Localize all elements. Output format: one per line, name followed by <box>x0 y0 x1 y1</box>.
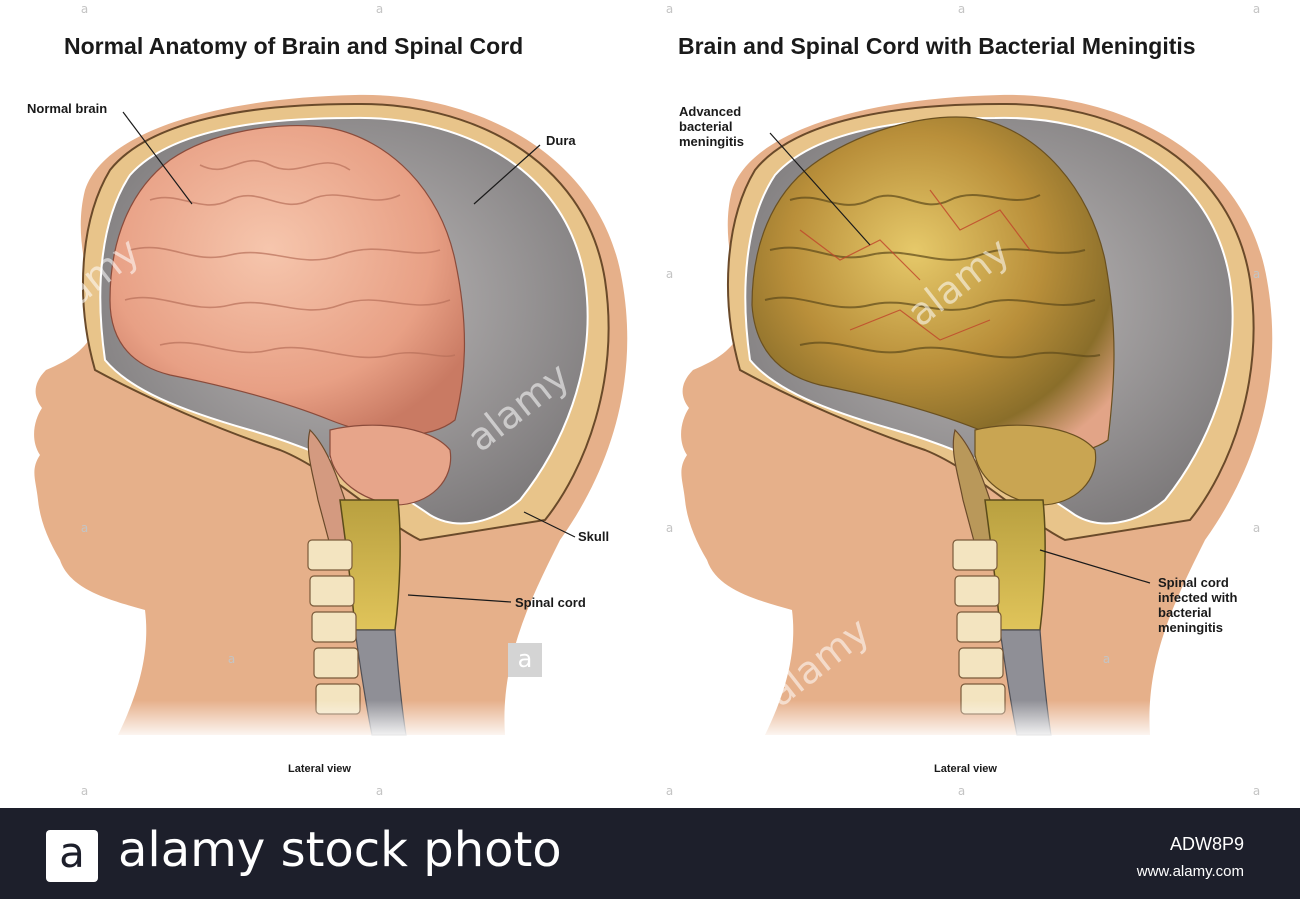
watermark-glyph: a <box>665 2 674 16</box>
watermark-glyph: a <box>1252 784 1261 798</box>
right-leader-lines <box>769 132 1151 584</box>
left-panel-title: Normal Anatomy of Brain and Spinal Cord <box>64 33 524 59</box>
watermark-glyph: a <box>1252 267 1261 281</box>
watermark-glyph: a <box>1252 2 1261 16</box>
cerebellum <box>974 424 1097 506</box>
alamy-logo-icon: a <box>46 830 98 882</box>
watermark-glyph: a <box>665 784 674 798</box>
footer-bar: a alamy stock photo ADW8P9 www.alamy.com <box>0 808 1300 899</box>
watermark-glyph: a <box>375 2 384 16</box>
label-spinal-cord: Spinal cord <box>515 595 586 610</box>
watermark-glyph: a <box>665 267 674 281</box>
vertebrae <box>952 539 1006 715</box>
footer-brand: alamy stock photo <box>118 822 562 878</box>
label-dura: Dura <box>546 133 576 148</box>
watermark-glyph: a <box>80 2 89 16</box>
label-spinal-cord-infected: Spinal cord infected with bacterial meni… <box>1158 575 1238 635</box>
watermark-glyph: a <box>80 521 89 535</box>
watermark-glyph: a <box>375 784 384 798</box>
label-advanced-meningitis: Advanced bacterial meningitis <box>679 104 745 149</box>
label-normal-brain: Normal brain <box>27 101 108 116</box>
footer-image-id: ADW8P9 <box>1169 834 1244 854</box>
right-view-label: Lateral view <box>934 763 997 775</box>
watermark-glyph: a <box>957 784 966 798</box>
label-skull: Skull <box>578 529 610 544</box>
left-leader-lines <box>122 111 576 603</box>
anatomy-illustrations <box>34 94 1273 740</box>
right-illustration <box>681 94 1273 740</box>
infection-veins <box>799 189 1031 341</box>
cerebellum <box>329 424 452 506</box>
watermark-glyph: a <box>1252 521 1261 535</box>
watermark-glyph: a <box>665 521 674 535</box>
vertebrae <box>307 539 361 715</box>
watermark-glyph: a <box>1102 652 1111 666</box>
watermark-glyph: a <box>957 2 966 16</box>
brain-gyri <box>124 159 456 359</box>
right-panel-title: Brain and Spinal Cord with Bacterial Men… <box>678 33 1196 59</box>
watermark-center-logo: a <box>508 643 542 677</box>
left-illustration <box>34 94 628 740</box>
left-view-label: Lateral view <box>288 763 351 775</box>
watermark-glyph: a <box>227 652 236 666</box>
watermark-glyph: a <box>80 784 89 798</box>
footer-url[interactable]: www.alamy.com <box>1136 863 1244 880</box>
